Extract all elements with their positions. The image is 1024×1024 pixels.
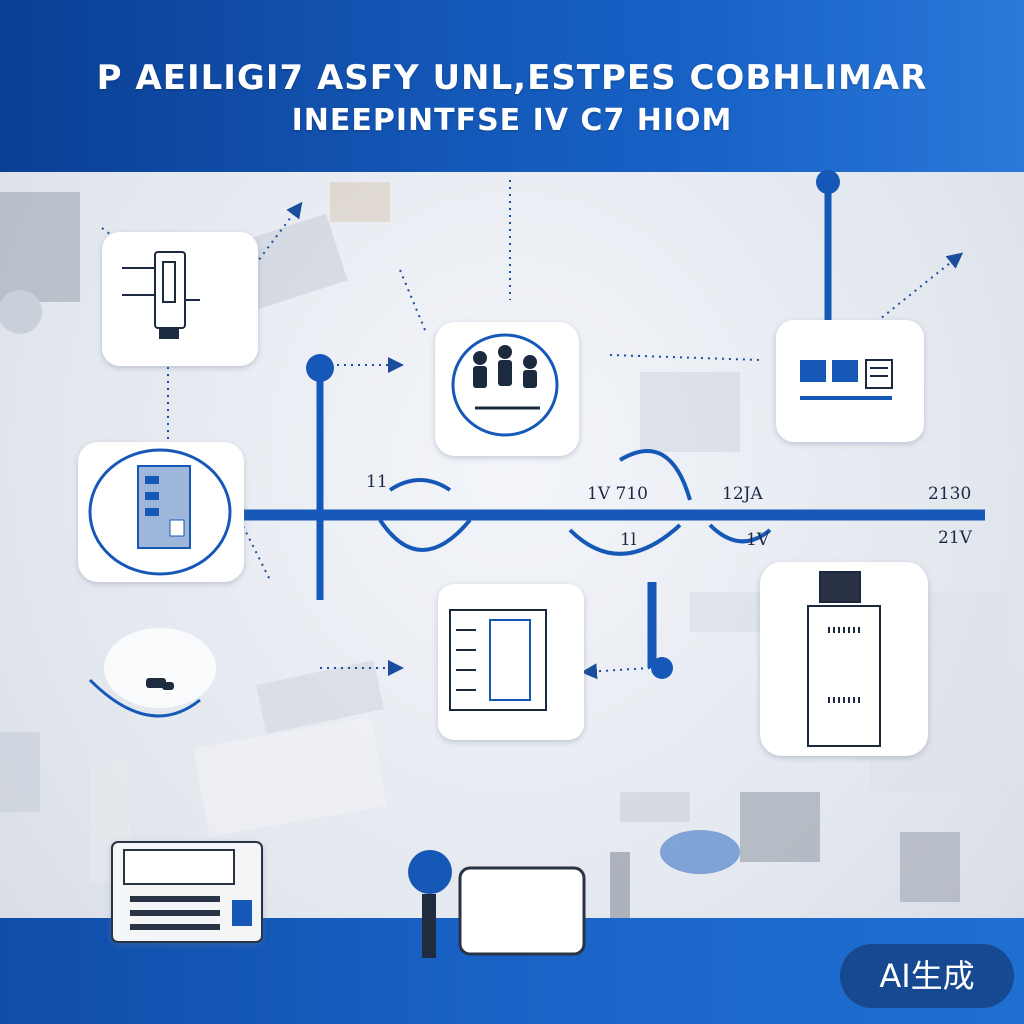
- timeline-node: [651, 657, 673, 679]
- timeline-swoosh: [378, 518, 472, 552]
- header-banner: P AEILIGI7 ASFY UNL,ESTPES COBHLIMAR INE…: [0, 0, 1024, 172]
- card-document: [438, 584, 584, 740]
- connector: [581, 663, 651, 680]
- server-plug-icon: [122, 251, 200, 339]
- timeline-swoosh: [618, 449, 692, 501]
- timeline-swoosh: [568, 523, 682, 556]
- timeline-label: 1V 710: [587, 484, 648, 504]
- printer-illustration: [111, 841, 263, 943]
- connector: [239, 519, 271, 581]
- card-team: [435, 322, 579, 456]
- timeline-swoosh: [708, 523, 772, 544]
- timeline-label: 11: [366, 472, 388, 492]
- ai-generated-badge: AI生成: [840, 944, 1014, 1008]
- timeline-node: [306, 354, 334, 382]
- card-server-rack: [78, 442, 244, 582]
- connector: [254, 201, 303, 266]
- team-people-icon: [473, 345, 540, 410]
- timeline-label: 2130: [928, 484, 971, 504]
- card-cabinet: [760, 562, 928, 756]
- server-rack-icon: [137, 465, 191, 549]
- connector: [609, 354, 761, 361]
- title-line-2: INEEPINTFSE IV C7 HIOM: [291, 103, 733, 138]
- monitor-dashboard-icon: [800, 359, 893, 400]
- printer-icon: [111, 841, 263, 943]
- person-laptop-illustration: [408, 850, 586, 958]
- connector: [399, 269, 426, 331]
- handshake-icon: [146, 678, 174, 690]
- card-monitor: [776, 320, 924, 442]
- person-laptop-icon: [408, 850, 586, 958]
- timeline-label: 12JA: [722, 484, 763, 504]
- timeline-label: 21V: [938, 528, 973, 548]
- document-chart-icon: [449, 609, 547, 711]
- card-handshake: [88, 628, 216, 718]
- timeline-label: 1l: [620, 530, 636, 550]
- timeline-labels: 11 1V 710 12JA 2130 1l 1V 21V: [366, 472, 973, 550]
- timeline-label: 1V: [746, 530, 770, 550]
- equipment-cabinet-icon: [807, 571, 881, 747]
- timeline: [232, 170, 985, 679]
- card-server-plug: [102, 232, 258, 366]
- title-line-1: P AEILIGI7 ASFY UNL,ESTPES COBHLIMAR: [96, 58, 928, 98]
- timeline-swoosh: [388, 478, 452, 492]
- timeline-node: [816, 170, 840, 194]
